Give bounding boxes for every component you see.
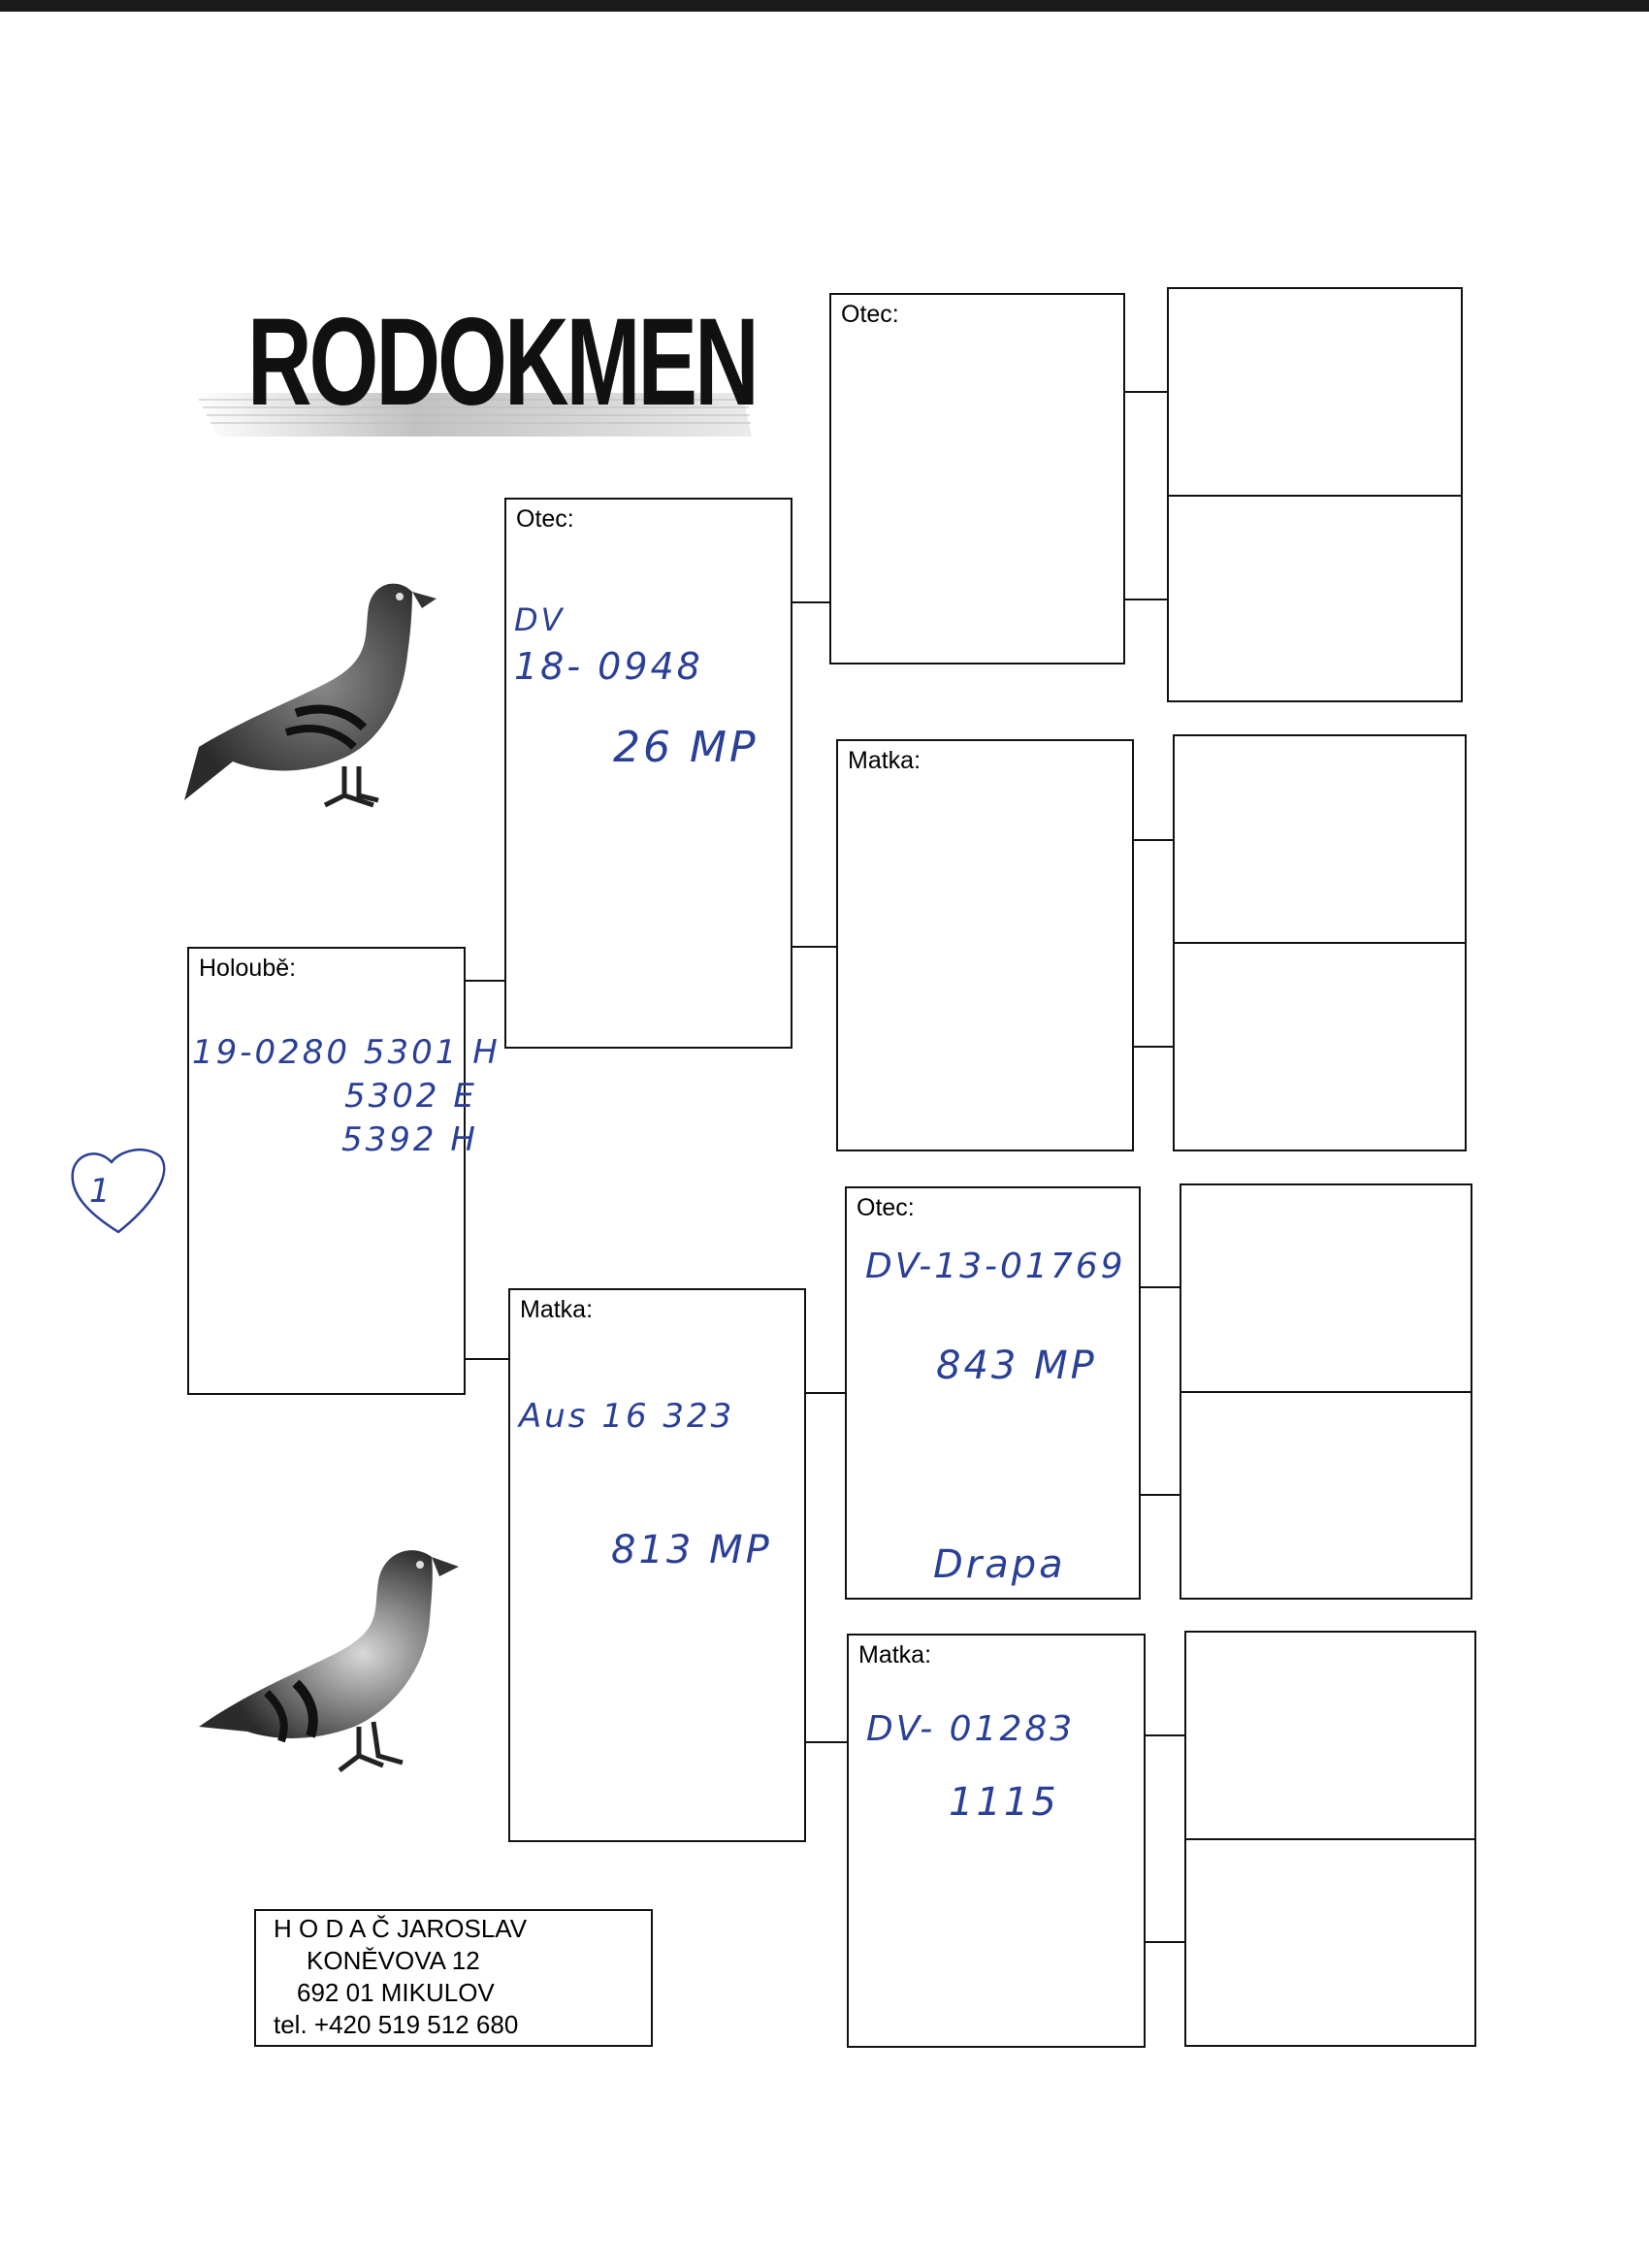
mother-label: Matka:: [520, 1296, 594, 1323]
owner-address-box: H O D A Č JAROSLAV KONĚVOVA 12 692 01 MI…: [254, 1909, 653, 2047]
subject-label: Holoubě:: [199, 955, 297, 982]
heart-icon: [71, 1148, 166, 1234]
great-grandparents-box-4: [1184, 1631, 1476, 2047]
owner-name: H O D A Č JAROSLAV: [274, 1914, 528, 1943]
connector: [1125, 599, 1167, 600]
grandmother-paternal-label: Matka:: [848, 747, 922, 774]
title-shadow-graphic: [194, 393, 752, 437]
great-grandparents-box-2: [1173, 734, 1467, 1151]
connector: [806, 1392, 845, 1394]
connector: [1141, 1286, 1180, 1288]
grandmother-maternal-line-1: DV- 01283: [866, 1709, 1076, 1749]
grandfather-maternal-label: Otec:: [857, 1194, 915, 1221]
pigeon-icon: [184, 583, 436, 808]
subject-ring-line-3: 5392 H: [341, 1120, 478, 1159]
connector: [792, 601, 829, 603]
father-line-2: 18- 0948: [514, 645, 703, 688]
connector: [1141, 1494, 1180, 1496]
grandmother-maternal-box: Matka:: [847, 1634, 1146, 2048]
connector: [1134, 839, 1173, 841]
margin-number: 1: [89, 1172, 113, 1211]
grandfather-paternal-label: Otec:: [841, 301, 899, 328]
mother-line-1: Aus 16 323: [519, 1397, 735, 1436]
great-grandparents-box-1: [1167, 287, 1463, 702]
connector: [1134, 1046, 1173, 1048]
grandfather-paternal-box: Otec:: [829, 293, 1125, 664]
father-line-1: DV: [514, 601, 566, 638]
connector: [1125, 391, 1167, 393]
divider: [1169, 495, 1461, 497]
owner-city: 692 01 MIKULOV: [297, 1978, 495, 2007]
mother-line-2: 813 MP: [611, 1528, 772, 1572]
grandmother-paternal-box: Matka:: [836, 739, 1134, 1151]
page-title: RODOKMEN: [247, 293, 760, 432]
subject-box: Holoubě:: [187, 947, 466, 1395]
grandfather-maternal-line-2: 843 MP: [936, 1344, 1097, 1388]
grandfather-maternal-line-3: Drapa: [933, 1542, 1066, 1587]
connector: [466, 980, 504, 982]
connector: [792, 946, 836, 948]
subject-ring-line-2: 5302 E: [344, 1077, 477, 1116]
grandmother-maternal-label: Matka:: [858, 1641, 932, 1669]
father-line-3: 26 MP: [613, 723, 759, 772]
mother-box: Matka:: [508, 1288, 806, 1842]
father-box: Otec:: [504, 498, 792, 1049]
grandfather-maternal-box: Otec:: [845, 1186, 1141, 1600]
grandfather-maternal-line-1: DV-13-01769: [865, 1247, 1126, 1286]
scan-top-edge: [0, 0, 1649, 12]
divider: [1186, 1838, 1474, 1840]
title-logo: RODOKMEN: [189, 291, 760, 446]
connector: [1146, 1734, 1184, 1736]
connector: [1146, 1941, 1184, 1943]
owner-street: KONĚVOVA 12: [307, 1946, 480, 1975]
great-grandparents-box-3: [1180, 1183, 1472, 1600]
connector: [806, 1741, 847, 1743]
subject-ring-line-1: 19-0280 5301 H: [192, 1033, 501, 1072]
father-label: Otec:: [516, 505, 574, 533]
owner-phone: tel. +420 519 512 680: [274, 2010, 519, 2039]
connector: [466, 1358, 508, 1360]
pigeon-icon: [199, 1550, 459, 1772]
grandmother-maternal-line-2: 1115: [949, 1780, 1059, 1825]
divider: [1175, 942, 1465, 944]
divider: [1181, 1391, 1471, 1393]
